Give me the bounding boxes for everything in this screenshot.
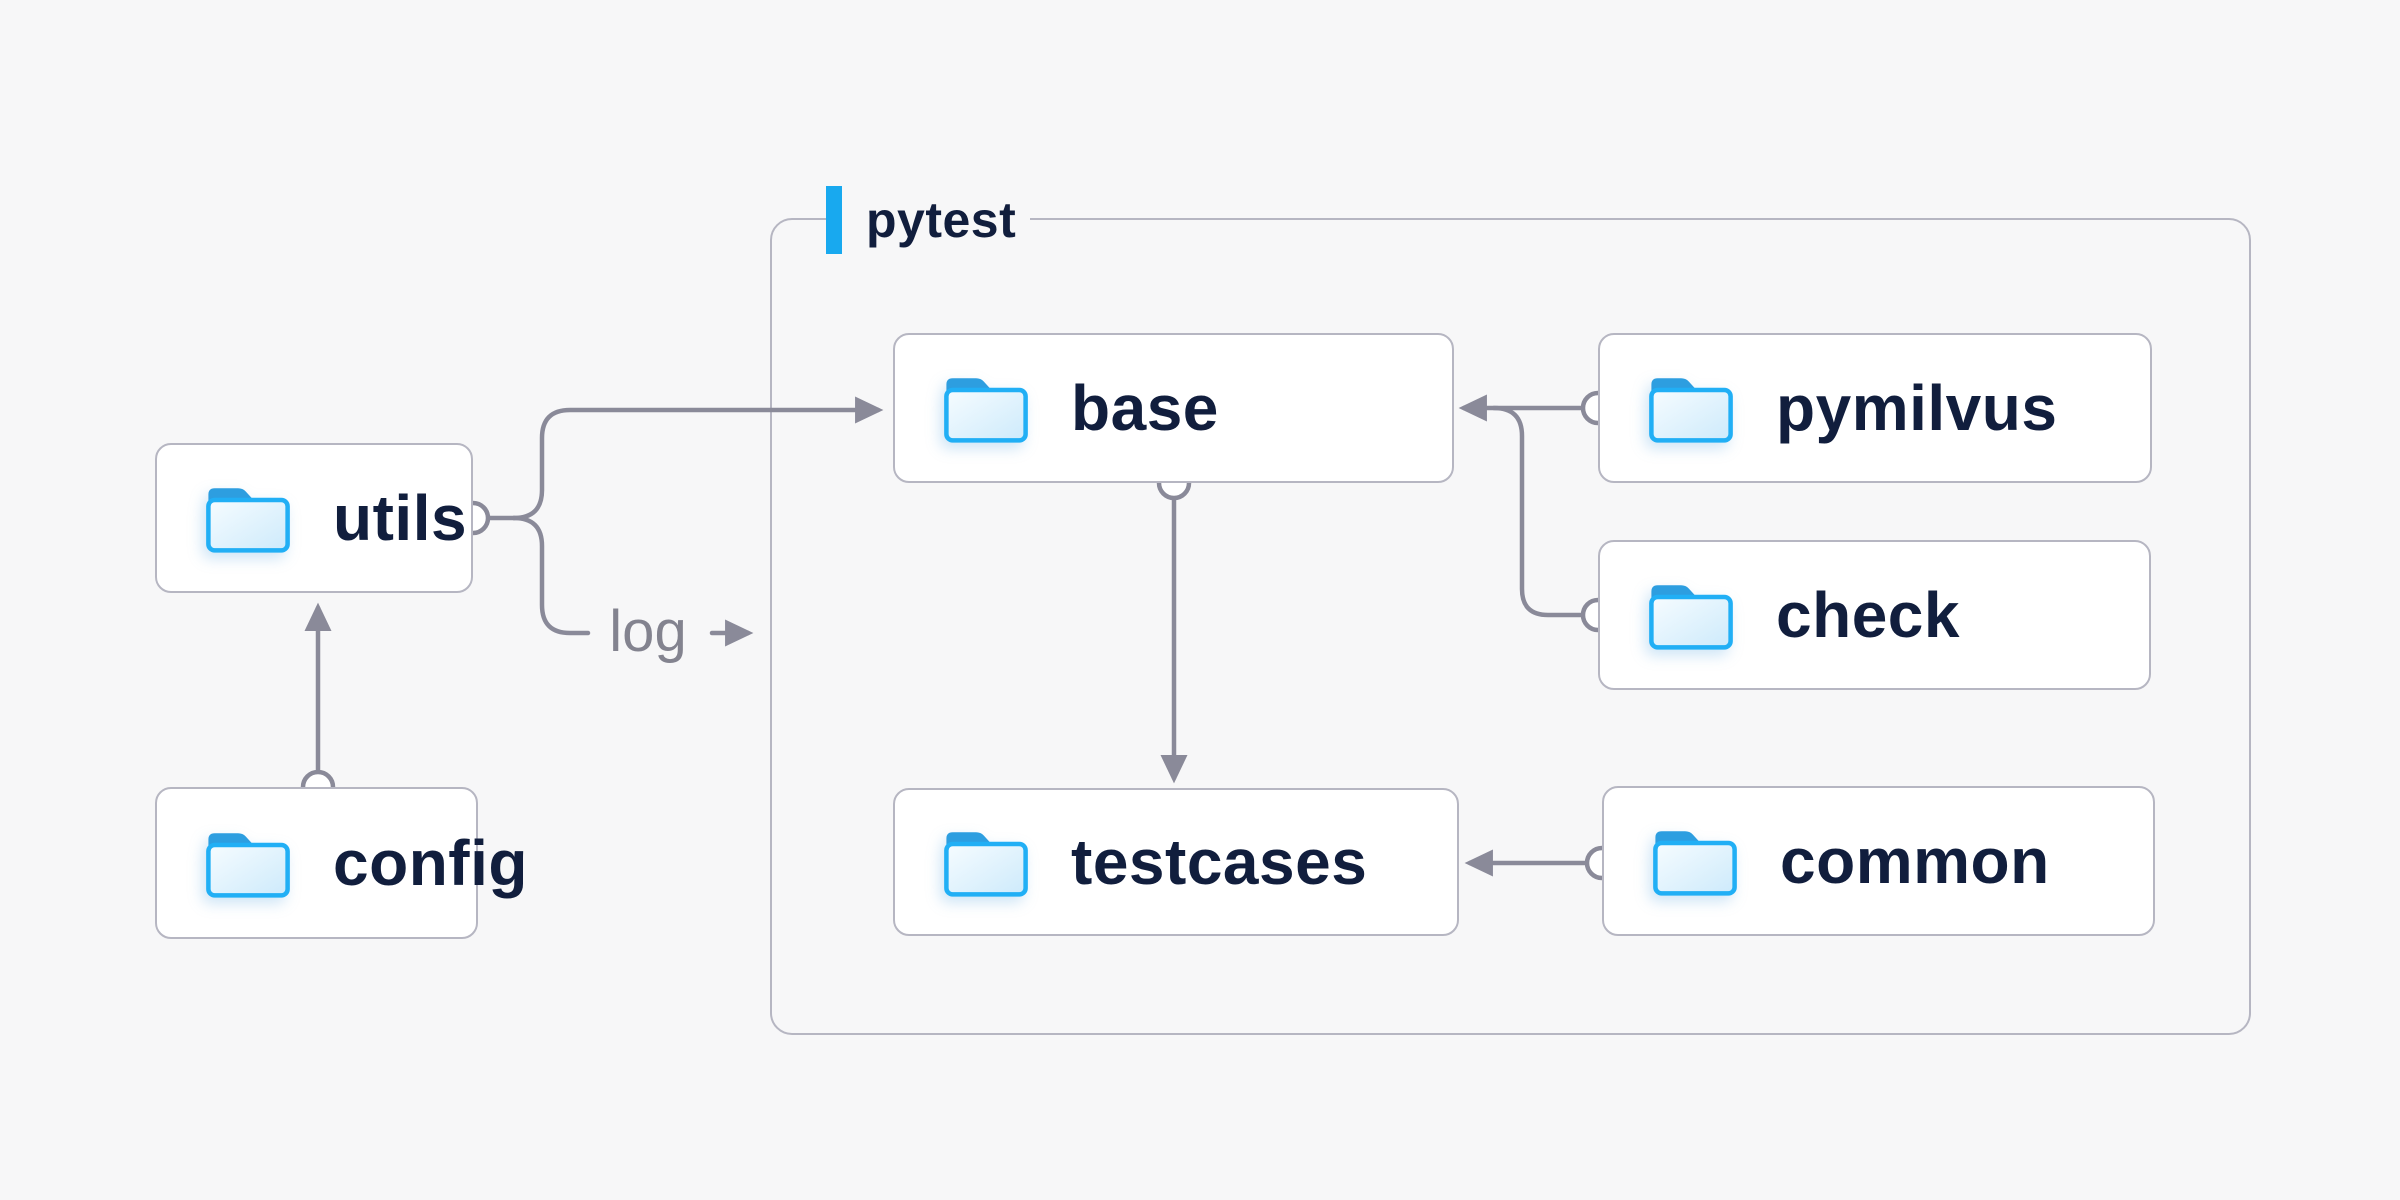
node-label: testcases (1071, 826, 1368, 898)
node-base: base (893, 333, 1454, 483)
node-label: pymilvus (1776, 372, 2058, 444)
node-utils: utils (155, 443, 473, 593)
folder-icon (941, 824, 1031, 900)
accent-bar-icon (826, 186, 842, 254)
edge-utils-log (511, 515, 591, 636)
folder-icon (941, 370, 1031, 446)
node-label: utils (333, 482, 468, 554)
folder-icon (203, 825, 293, 901)
node-common: common (1602, 786, 2155, 936)
folder-icon (1650, 823, 1740, 899)
pytest-group-label: pytest (826, 180, 1031, 260)
folder-icon (1646, 577, 1736, 653)
folder-icon (1646, 370, 1736, 446)
folder-icon (203, 480, 293, 556)
edge-label-log: log (609, 599, 687, 664)
node-check: check (1598, 540, 2151, 690)
node-label: base (1071, 372, 1219, 444)
node-label: config (333, 827, 528, 899)
node-pymilvus: pymilvus (1598, 333, 2152, 483)
node-config: config (155, 787, 527, 939)
group-label-text: pytest (866, 192, 1017, 248)
node-label: check (1776, 579, 1960, 651)
node-testcases: testcases (893, 788, 1459, 936)
pytest-group-container: pytest (770, 180, 2251, 1035)
node-label: common (1780, 825, 2050, 897)
